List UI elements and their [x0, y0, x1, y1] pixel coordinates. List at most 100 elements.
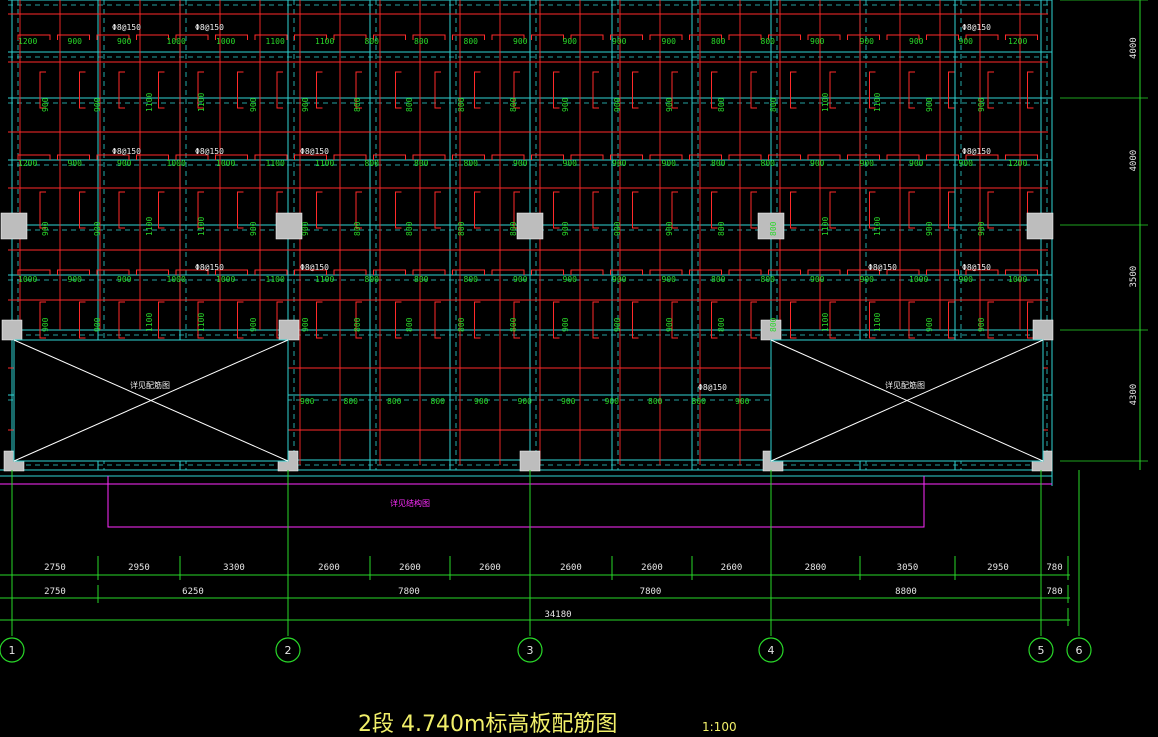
rebar-length-label: 800	[457, 221, 466, 236]
rebar-hook	[17, 154, 51, 160]
rebar-hook	[553, 71, 560, 109]
rebar-length-label: 800	[414, 275, 429, 284]
rebar-hook	[215, 154, 248, 160]
rebar-hook	[1005, 269, 1038, 275]
rebar-hook	[553, 191, 560, 229]
rebar-hook	[197, 71, 204, 109]
rebar-length-label: 1000	[167, 275, 186, 284]
dim-value: 2750	[44, 563, 66, 573]
dim-value: 8800	[895, 587, 917, 597]
rebar-hook	[790, 301, 797, 339]
rebar-length-label: 900	[563, 37, 578, 46]
rebar-hook	[215, 269, 248, 275]
rebar-hook	[829, 191, 836, 229]
rebar-hook	[926, 269, 959, 275]
rebar-hook	[79, 301, 86, 339]
rebar-length-label: 900	[612, 275, 627, 284]
rebar-length-label: 1200	[1008, 37, 1027, 46]
rebar-length-label: 900	[561, 317, 570, 332]
rebar-hook	[570, 269, 604, 275]
rebar-hook	[671, 301, 678, 339]
rebar-length-label: 800	[464, 37, 479, 46]
rebar-hook	[491, 154, 525, 160]
dim-value: 7800	[640, 587, 662, 597]
rebar-hook	[118, 71, 125, 109]
dim-value: 2800	[805, 563, 827, 573]
rebar-hook	[395, 191, 402, 229]
rebar-length-label: 1100	[821, 93, 830, 112]
rebar-hook	[711, 71, 718, 109]
rebar-hook	[39, 301, 46, 339]
rebar-hook	[750, 71, 757, 109]
rebar-length-label: 800	[717, 317, 726, 332]
rebar-hook	[768, 34, 801, 40]
rebar-hook	[649, 34, 683, 40]
rebar-length-label: 1100	[873, 313, 882, 332]
rebar-hook	[412, 154, 446, 160]
rebar-hook	[158, 191, 165, 229]
rebar-hook	[768, 154, 801, 160]
rebar-hook	[197, 301, 204, 339]
rebar-hook	[491, 269, 525, 275]
rebar-hook	[1027, 71, 1034, 109]
rebar-hook	[847, 34, 880, 40]
dim-value: 3500	[1129, 266, 1139, 288]
rebar-length-label: 800	[457, 97, 466, 112]
column-block	[519, 450, 541, 472]
rebar-length-label: 900	[925, 317, 934, 332]
rebar-length-label: 900	[665, 317, 674, 332]
rebar-length-label: 1000	[216, 275, 235, 284]
rebar-hook	[17, 34, 51, 40]
rebar-length-label: 1200	[1008, 159, 1027, 168]
rebar-hook	[57, 34, 90, 40]
dim-value: 3300	[223, 563, 245, 573]
magenta-beam-outline	[107, 476, 925, 528]
rebar-length-label: 900	[977, 221, 986, 236]
rebar-length-label: 900	[561, 221, 570, 236]
rebar-hook	[711, 191, 718, 229]
rebar-hook	[79, 191, 86, 229]
rebar-length-label: 1000	[1008, 275, 1027, 284]
rebar-hook	[908, 71, 915, 109]
rebar-spec-label: Φ8@150	[868, 263, 897, 272]
rebar-length-label: 800	[353, 97, 362, 112]
rebar-hook	[17, 269, 51, 275]
rebar-hook	[632, 71, 639, 109]
rebar-length-label: 800	[405, 317, 414, 332]
rebar-length-label: 900	[41, 97, 50, 112]
rebar-length-label: 1100	[197, 93, 206, 112]
rebar-length-label: 900	[662, 159, 677, 168]
column-block	[516, 212, 544, 240]
rebar-hook	[136, 154, 169, 160]
rebar-length-label: 800	[761, 159, 776, 168]
rebar-length-label: 900	[860, 159, 875, 168]
rebar-length-label: 1100	[873, 93, 882, 112]
rebar-hook	[237, 191, 244, 229]
rebar-length-label: 900	[513, 275, 528, 284]
rebar-hook	[886, 34, 920, 40]
rebar-hook	[948, 301, 955, 339]
dim-value: 780	[1046, 563, 1062, 573]
rebar-length-label: 900	[909, 37, 924, 46]
column-block	[1032, 319, 1054, 341]
rebar-length-label: 900	[613, 221, 622, 236]
rebar-length-label: 800	[761, 275, 776, 284]
rebar-hook	[254, 154, 288, 160]
rebar-hook	[847, 269, 880, 275]
rebar-length-label: 800	[648, 397, 663, 406]
drawing-title: 2段 4.740m标高板配筋图	[358, 712, 617, 737]
rebar-length-label: 900	[117, 275, 132, 284]
rebar-spec-label: Φ8@150	[195, 23, 224, 32]
rebar-hook	[118, 191, 125, 229]
rebar-length-label: 1100	[266, 275, 285, 284]
rebar-length-label: 900	[959, 37, 974, 46]
rebar-hook	[908, 301, 915, 339]
rebar-hook	[452, 34, 485, 40]
rebar-hook	[965, 34, 999, 40]
rebar-spec-label: Φ8@150	[195, 147, 224, 156]
rebar-hook	[355, 301, 362, 339]
axis-bubble	[0, 637, 25, 663]
rebar-length-label: 1100	[145, 93, 154, 112]
